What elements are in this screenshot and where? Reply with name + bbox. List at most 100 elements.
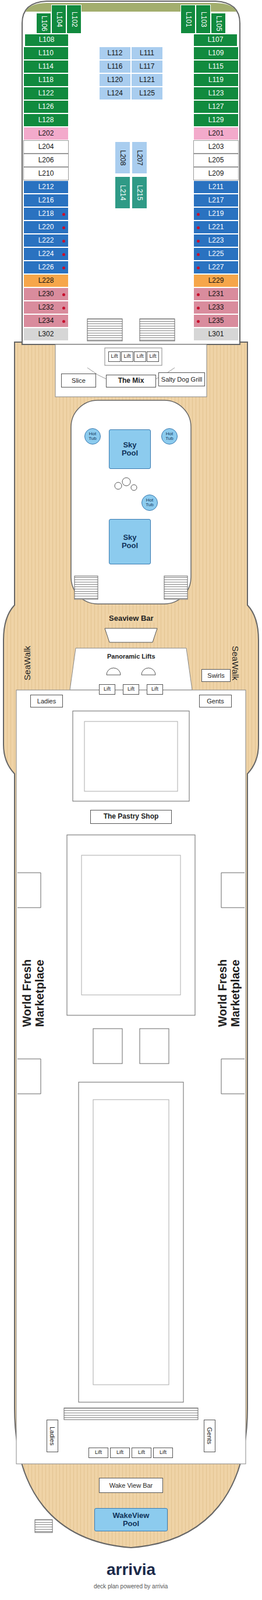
- cabin-number: L232: [38, 303, 55, 312]
- cabin-box: L203: [193, 140, 239, 154]
- cabin-number: L209: [208, 170, 225, 178]
- cabin-number: L124: [107, 89, 123, 98]
- venue-name: Lift: [116, 1450, 124, 1457]
- venue-name: Lift: [103, 687, 111, 693]
- cabin-number: L207: [135, 150, 144, 166]
- cabin-number: L216: [38, 196, 55, 205]
- venue-name: Ladies: [48, 1427, 56, 1447]
- cabin-number: L120: [107, 76, 123, 84]
- cabin-number: L221: [208, 223, 225, 232]
- deck-area: SeaWalk: [22, 646, 33, 681]
- cabin-box: L227: [193, 260, 239, 275]
- cabin-number: L219: [208, 210, 225, 218]
- cabin-box: L302: [23, 327, 69, 342]
- venue-box: The Mix: [105, 374, 157, 388]
- cabin-box: L120: [98, 73, 131, 87]
- cabin-box: L217: [193, 193, 239, 208]
- venue-name: Lift: [127, 687, 135, 693]
- cabin-number: L210: [38, 170, 55, 178]
- venue-name: Hot Tub: [165, 432, 173, 442]
- cabin-box: L225: [193, 247, 239, 261]
- venue-name: Gents: [206, 698, 224, 706]
- cabin-number: L122: [38, 89, 55, 98]
- cabin-number: L214: [118, 185, 127, 201]
- cabin-number: L105: [214, 15, 222, 32]
- cabin-box: L111: [131, 46, 164, 60]
- accessible-dot: [62, 266, 66, 270]
- cabin-box: L102: [66, 4, 82, 34]
- cabin-box: L127: [193, 100, 239, 114]
- venue-name: Lift: [149, 353, 157, 360]
- cabin-box: L110: [23, 46, 69, 60]
- accessible-dot: [196, 306, 200, 310]
- cabin-box: L215: [131, 176, 148, 210]
- cabin-box: L106: [36, 12, 52, 34]
- venue-name: Lift: [151, 687, 159, 693]
- cabin-number: L234: [38, 317, 55, 325]
- cabin-box: L126: [23, 100, 69, 114]
- cabin-box: L209: [193, 167, 239, 181]
- cabin-box: L123: [193, 86, 239, 101]
- cabin-box: L101: [180, 4, 196, 34]
- cabin-number: L106: [39, 15, 48, 32]
- cabin-box: L301: [193, 327, 239, 342]
- cabin-number: L102: [69, 11, 78, 28]
- cabin-box: L202: [23, 126, 69, 141]
- cabin-number: L125: [139, 89, 155, 98]
- venue-box: Lift: [146, 351, 159, 363]
- venue-name: Lift: [137, 1450, 145, 1457]
- cabin-box: L211: [193, 180, 239, 194]
- cabin-number: L220: [38, 223, 55, 232]
- venue-label: Seaview Bar: [107, 614, 156, 623]
- venue-box: Sky Pool: [108, 429, 151, 470]
- cabin-number: L235: [208, 317, 225, 325]
- cabin-number: L208: [118, 150, 127, 166]
- venue-box: Salty Dog Grill: [158, 372, 205, 387]
- venue-name: Lift: [123, 353, 131, 360]
- cabin-box: L216: [23, 193, 69, 208]
- cabin-number: L222: [38, 236, 55, 245]
- cabin-number: L121: [139, 76, 155, 84]
- venue-name: The Mix: [118, 377, 145, 385]
- venue-name: Lift: [94, 1450, 102, 1457]
- cabin-number: L129: [208, 116, 225, 125]
- venue-box: Lift: [153, 1448, 173, 1460]
- cabin-number: L108: [39, 36, 55, 44]
- cabin-number: L228: [38, 277, 55, 285]
- venue-box: Hot Tub: [161, 428, 178, 445]
- cabin-box: L116: [98, 59, 131, 74]
- cabin-number: L215: [135, 185, 144, 201]
- cabin-number: L103: [199, 11, 207, 28]
- venue-name: Slice: [71, 377, 86, 385]
- cabin-number: L101: [183, 11, 192, 28]
- venue-box: Wake View Bar: [98, 1478, 164, 1494]
- venue-name: The Pastry Shop: [103, 813, 159, 821]
- cabin-box: L103: [195, 4, 211, 34]
- cabin-box: L206: [23, 153, 69, 168]
- venue-label: World Fresh Marketplace: [20, 940, 46, 1028]
- venue-box: Hot Tub: [84, 428, 101, 445]
- cabin-box: L224: [23, 247, 69, 261]
- cabin-box: L115: [193, 59, 239, 74]
- accessible-dot: [62, 226, 66, 230]
- cabin-box: L234: [23, 314, 69, 328]
- cabin-box: L112: [98, 46, 131, 60]
- cabin-number: L226: [38, 263, 55, 272]
- venue-name: Sky Pool: [121, 441, 138, 459]
- accessible-dot: [62, 293, 66, 297]
- cabin-number: L111: [139, 49, 155, 58]
- venue-box: Lift: [146, 684, 164, 696]
- cabin-box: L119: [193, 73, 239, 87]
- venue-name: WakeView Pool: [112, 1512, 150, 1530]
- cabin-number: L114: [38, 62, 54, 71]
- cabin-box: L117: [131, 59, 164, 74]
- cabin-box: L212: [23, 180, 69, 194]
- cabin-box: L235: [193, 314, 239, 328]
- cabin-box: L223: [193, 234, 239, 248]
- cabin-box: L121: [131, 73, 164, 87]
- cabin-number: L227: [208, 263, 225, 272]
- cabin-number: L117: [139, 62, 155, 71]
- cabin-number: L231: [208, 290, 225, 299]
- cabin-number: L224: [38, 250, 55, 258]
- venue-box: Gents: [203, 1420, 216, 1454]
